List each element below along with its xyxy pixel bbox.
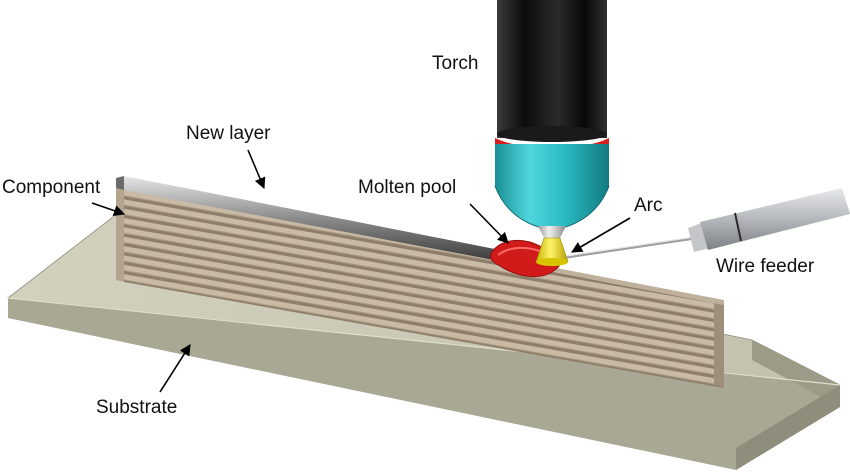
label-arc: Arc	[571, 195, 663, 253]
wire-feeder-body	[700, 188, 850, 250]
new-layer-bead	[124, 176, 504, 262]
wall-front-face	[124, 188, 724, 388]
arrow-new-layer	[247, 149, 266, 190]
component-wall	[116, 176, 724, 388]
welding-torch	[494, 0, 610, 266]
arrow-substrate	[159, 344, 191, 393]
filler-wire	[559, 236, 696, 260]
label-wire-feeder-text: Wire feeder	[716, 256, 815, 277]
label-molten-pool: Molten pool	[358, 177, 509, 244]
label-arc-text: Arc	[634, 195, 663, 216]
substrate-front-face	[8, 298, 840, 470]
label-component-text: Component	[2, 177, 101, 198]
wire-feeder	[559, 188, 850, 260]
label-torch-text: Torch	[432, 53, 478, 74]
label-component: Component	[2, 177, 126, 217]
label-substrate-text: Substrate	[96, 397, 177, 418]
arrow-molten-pool	[469, 203, 509, 244]
label-new-layer-text: New layer	[186, 123, 271, 144]
torch-body	[497, 0, 607, 138]
arrow-component	[91, 202, 126, 217]
wall-end-face	[116, 186, 124, 282]
label-new-layer: New layer	[186, 123, 271, 190]
substrate-right-face	[752, 340, 840, 407]
label-torch: Torch	[432, 53, 478, 74]
torch-nozzle	[495, 144, 609, 230]
arrow-arc	[571, 217, 631, 253]
label-substrate: Substrate	[96, 344, 191, 418]
label-molten-pool-text: Molten pool	[358, 177, 456, 198]
wall-right-end	[714, 300, 724, 388]
contact-tip	[538, 226, 566, 238]
label-wire-feeder: Wire feeder	[716, 256, 815, 277]
